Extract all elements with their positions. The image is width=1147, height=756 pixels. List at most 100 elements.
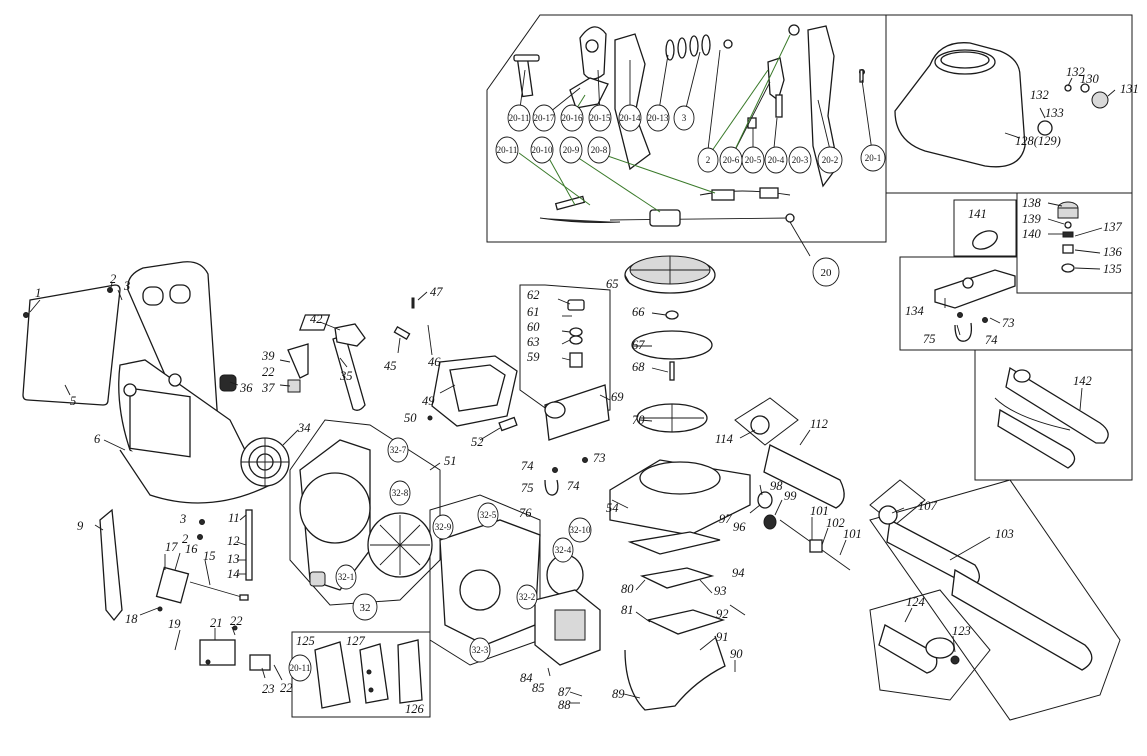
label-130: 130 <box>1080 72 1100 86</box>
label-68: 68 <box>632 360 645 374</box>
cushion-36 <box>219 374 237 392</box>
label-90: 90 <box>730 647 743 661</box>
label-16: 16 <box>185 542 198 556</box>
label-75b: 75 <box>923 332 936 346</box>
label-20-13: 20-13 <box>648 113 669 123</box>
label-37: 37 <box>261 381 275 395</box>
label-101a: 101 <box>810 504 829 518</box>
label-1: 1 <box>35 286 41 300</box>
label-32-2: 32-2 <box>519 592 536 602</box>
label-42: 42 <box>310 312 323 326</box>
spring-52 <box>498 416 518 432</box>
kit-32-bubbles: 32-7 32-8 32-1 32 32-9 32-5 32-4 32-10 3… <box>335 437 592 663</box>
label-47: 47 <box>430 285 443 299</box>
label-94: 94 <box>732 566 745 580</box>
fan-housing <box>299 439 433 591</box>
hose-142-frame <box>974 349 1133 481</box>
label-76: 76 <box>519 506 532 520</box>
label-67: 67 <box>632 338 645 352</box>
label-140: 140 <box>1022 227 1042 241</box>
label-20-2: 20-2 <box>822 155 839 165</box>
label-32-4: 32-4 <box>555 545 572 555</box>
callout-labels: 1 2 3 5 6 9 3 2 11 12 13 14 15 16 17 18 … <box>35 272 1014 716</box>
bubble-20-1 <box>860 144 886 172</box>
label-74a: 74 <box>521 459 534 473</box>
label-39: 39 <box>261 349 275 363</box>
label-9: 9 <box>77 519 84 533</box>
label-20-11-top: 20-11 <box>509 113 530 123</box>
label-59: 59 <box>527 350 540 364</box>
label-32-1: 32-1 <box>338 572 355 582</box>
label-12: 12 <box>227 534 240 548</box>
label-88: 88 <box>558 698 571 712</box>
label-65: 65 <box>606 277 619 291</box>
label-34: 34 <box>297 421 311 435</box>
label-15: 15 <box>203 549 216 563</box>
outlet-pipe <box>750 415 1093 671</box>
label-133: 133 <box>1045 106 1064 120</box>
label-23: 23 <box>262 682 275 696</box>
label-2: 2 <box>110 272 116 286</box>
label-3: 3 <box>682 113 687 123</box>
label-136: 136 <box>1103 245 1123 259</box>
label-20-17: 20-17 <box>534 113 555 123</box>
label-126: 126 <box>405 702 425 716</box>
label-3b: 3 <box>179 512 186 526</box>
label-20-1: 20-1 <box>865 153 882 163</box>
bubble-20-13 <box>646 104 670 132</box>
plate-23 <box>249 654 271 671</box>
bubble-20-4 <box>764 146 788 174</box>
pipe-42 <box>332 334 366 411</box>
label-138: 138 <box>1022 196 1042 210</box>
hose-142 <box>994 366 1109 469</box>
label-32-8: 32-8 <box>392 488 409 498</box>
label-137: 137 <box>1103 220 1123 234</box>
label-45: 45 <box>384 359 397 373</box>
nozzle-124-frame <box>869 589 991 701</box>
label-36: 36 <box>239 381 253 395</box>
label-61: 61 <box>527 305 540 319</box>
label-92: 92 <box>716 607 729 621</box>
label-6: 6 <box>94 432 101 446</box>
clamp-114-frame <box>734 397 799 446</box>
label-20-11-kit125: 20-11 <box>290 663 311 673</box>
label-134: 134 <box>905 304 924 318</box>
label-14: 14 <box>227 567 240 581</box>
label-20-3: 20-3 <box>792 155 809 165</box>
leader-lines <box>29 274 991 704</box>
bubble-20-6 <box>719 146 743 174</box>
label-66: 66 <box>632 305 645 319</box>
label-19: 19 <box>168 617 181 631</box>
label-5: 5 <box>70 394 76 408</box>
label-3: 3 <box>123 279 130 293</box>
label-20-5: 20-5 <box>745 155 762 165</box>
label-73a: 73 <box>593 451 606 465</box>
label-35: 35 <box>339 369 353 383</box>
label-107: 107 <box>918 499 938 513</box>
label-89: 89 <box>612 687 625 701</box>
label-20-6: 20-6 <box>723 155 740 165</box>
label-112: 112 <box>810 417 828 431</box>
label-84: 84 <box>520 671 533 685</box>
label-139: 139 <box>1022 212 1042 226</box>
pad-46 <box>299 314 331 331</box>
label-97: 97 <box>719 512 732 526</box>
label-50: 50 <box>404 411 417 425</box>
bracket-16 <box>155 566 190 604</box>
label-20-16: 20-16 <box>562 113 583 123</box>
bubble-20-15 <box>588 104 612 132</box>
bubble-20-10 <box>530 136 554 164</box>
label-2b: 2 <box>182 532 188 546</box>
label-20-15: 20-15 <box>590 113 611 123</box>
label-32-3: 32-3 <box>472 645 489 655</box>
bubble-20-3 <box>788 146 812 174</box>
tank-inset-frame <box>885 14 1133 194</box>
label-17: 17 <box>165 540 178 554</box>
kit-32-frame <box>289 419 441 606</box>
bubble-20-11-kit125 <box>288 654 312 682</box>
label-32: 32 <box>360 602 371 614</box>
label-13: 13 <box>227 552 240 566</box>
label-20-14: 20-14 <box>620 113 641 123</box>
label-141: 141 <box>968 207 987 221</box>
label-63: 63 <box>527 335 540 349</box>
